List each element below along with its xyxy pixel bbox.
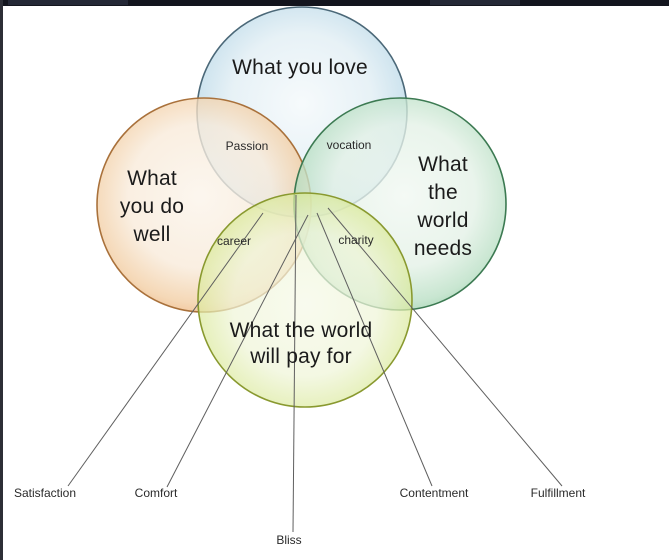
window-left-edge: [0, 0, 3, 560]
circle-what-the-world-will-pay-for: [197, 192, 413, 408]
window-top-edge-segment-2: [430, 0, 520, 5]
bliss-line: [292, 194, 297, 533]
satisfaction-line: [67, 212, 264, 487]
window-top-edge: [0, 0, 669, 6]
comfort-line: [166, 214, 309, 488]
contentment-line: [316, 212, 433, 487]
fulfillment-line: [327, 207, 563, 487]
window-top-edge-segment: [8, 0, 128, 5]
